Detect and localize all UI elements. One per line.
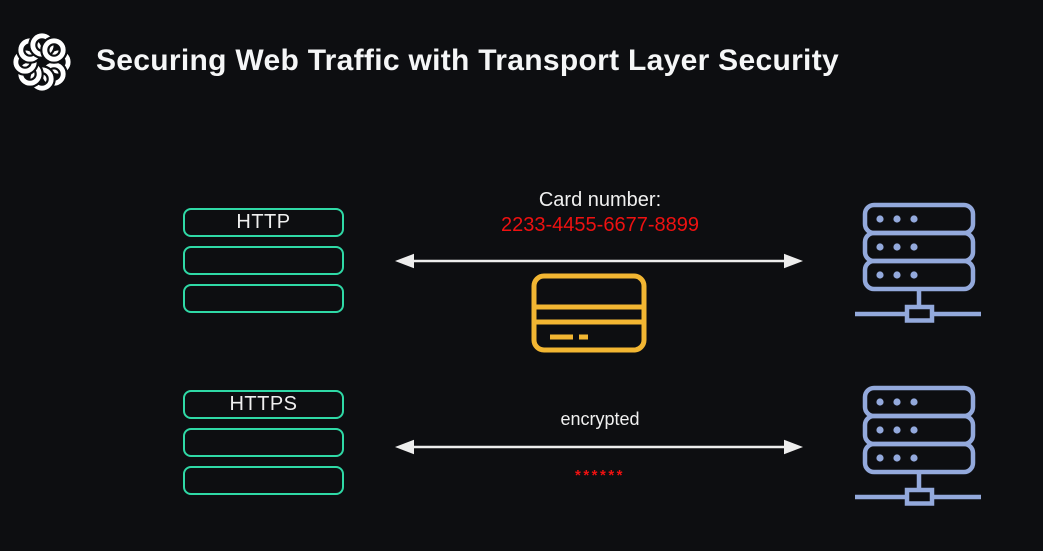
protocol-stack-box: [183, 246, 344, 275]
https-masked-value: ******: [574, 467, 626, 484]
double-headed-arrow-icon: [395, 253, 803, 269]
credit-card-icon: [531, 273, 647, 353]
server-icon: [855, 202, 981, 323]
https-message-label: encrypted: [560, 409, 640, 429]
knot-wreath-logo-icon: [11, 31, 73, 93]
https-client-stack: HTTPS: [183, 390, 344, 504]
http-client-stack: HTTP: [183, 208, 344, 322]
http-message-label: Card number:: [538, 189, 662, 211]
double-headed-arrow-icon: [395, 439, 803, 455]
protocol-label-http: HTTP: [236, 211, 291, 233]
page-title: Securing Web Traffic with Transport Laye…: [96, 44, 839, 77]
protocol-label-https: HTTPS: [229, 393, 298, 415]
server-icon: [855, 385, 981, 506]
protocol-stack-box: [183, 284, 344, 313]
protocol-box-https: HTTPS: [183, 390, 344, 419]
protocol-stack-box: [183, 466, 344, 495]
protocol-stack-box: [183, 428, 344, 457]
http-card-number-value: 2233-4455-6677-8899: [501, 214, 699, 236]
protocol-box-http: HTTP: [183, 208, 344, 237]
